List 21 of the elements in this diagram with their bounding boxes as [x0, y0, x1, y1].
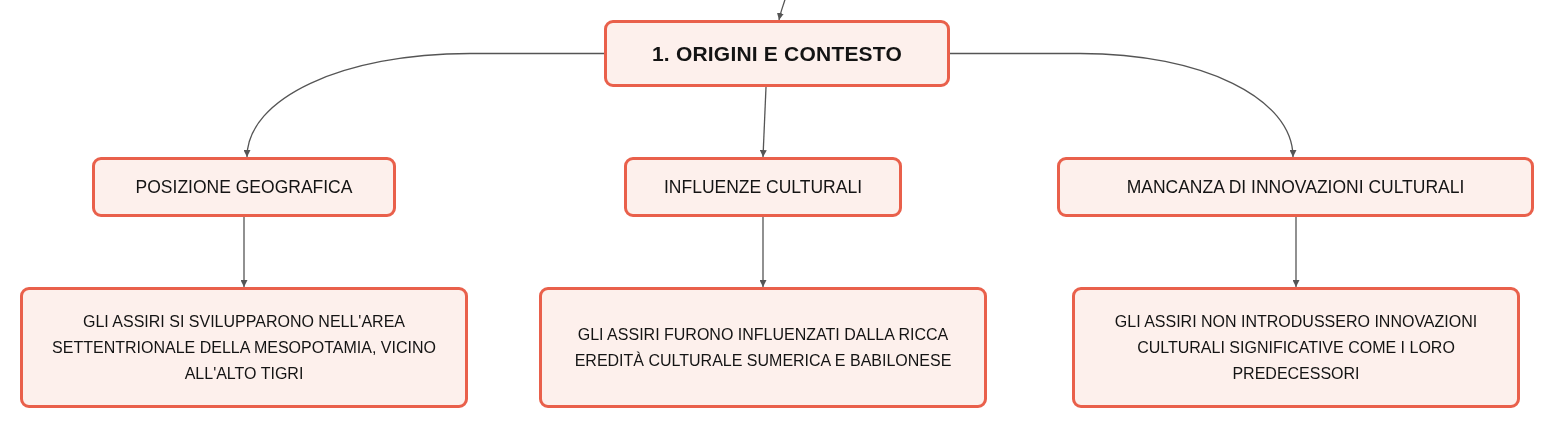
note-box [20, 287, 468, 408]
topic-box [604, 20, 950, 87]
subtopic-title: POSIZIONE GEOGRAFICA [135, 176, 353, 198]
arrow [240, 216, 248, 288]
subtopic-box [624, 157, 902, 217]
note-text: GLI ASSIRI SI SVILUPPARONO NELL'AREA SETTENTRIONALE DELLA MESOPOTAMIA, VICINO ALL'ALTO TIGRI [51, 311, 437, 384]
arrow [777, 0, 787, 21]
note-text: GLI ASSIRI NON INTRODUSSERO INNOVAZIONI CULTURALI SIGNIFICATIVE COME I LORO PREDECESSORI [1113, 311, 1479, 384]
arrow [949, 52, 1296, 158]
arrow [759, 216, 767, 288]
topic-title: 1. ORIGINI E CONTESTO [652, 41, 902, 66]
subtopic-box [1057, 157, 1534, 217]
subtopic-box [92, 157, 396, 217]
subtopic-title: INFLUENZE CULTURALI [663, 176, 862, 198]
arrow [244, 52, 605, 158]
note-box [539, 287, 987, 408]
note-box [1072, 287, 1520, 408]
arrow [759, 86, 767, 158]
subtopic-title: MANCANZA DI INNOVAZIONI CULTURALI [1126, 176, 1465, 198]
note-text: GLI ASSIRI FURONO INFLUENZATI DALLA RICCA EREDITÀ CULTURALE SUMERICA E BABILONESE [573, 324, 953, 371]
arrow [1292, 216, 1300, 288]
